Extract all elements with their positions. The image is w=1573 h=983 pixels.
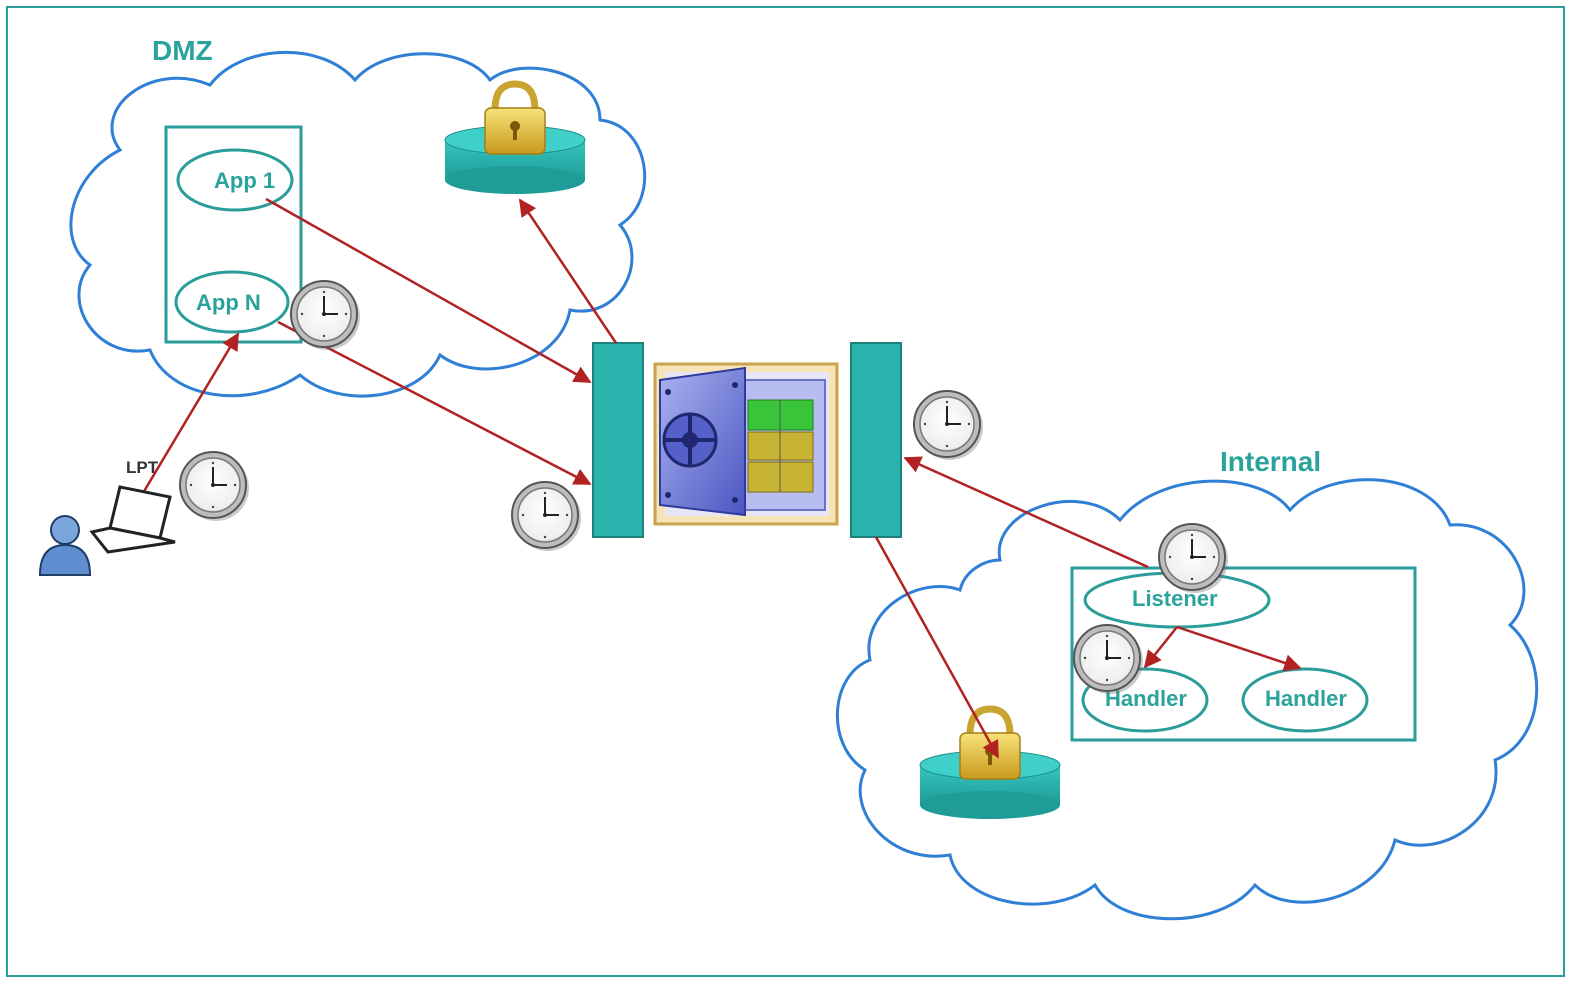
- dmz-title: DMZ: [152, 35, 213, 66]
- appN-label: App N: [196, 290, 261, 315]
- lpt-label: LPT: [126, 458, 159, 477]
- app1-label: App 1: [214, 168, 275, 193]
- firewall-right: [850, 342, 902, 538]
- dmz-cloud: [69, 51, 647, 398]
- arrow-firewall-to-dmz-db: [518, 198, 618, 344]
- app1-node[interactable]: [176, 148, 294, 212]
- clock-icon: [179, 451, 250, 522]
- user-icon: [38, 515, 92, 576]
- firewall-left: [592, 342, 644, 538]
- vault-icon: [653, 362, 839, 526]
- arrow-app1-to-firewall: [265, 197, 592, 384]
- clock-icon: [913, 390, 984, 461]
- connection-arrows: [141, 197, 1302, 759]
- laptop-icon: [89, 485, 176, 554]
- arrow-listener-to-handler1: [1143, 626, 1178, 669]
- internal-title: Internal: [1220, 446, 1321, 477]
- handler2-label: Handler: [1265, 686, 1347, 711]
- clock-icon: [511, 481, 582, 552]
- arrow-listener-to-firewall: [903, 456, 1149, 569]
- arrow-lpt-to-appN: [141, 332, 240, 494]
- appN-node[interactable]: [174, 270, 290, 334]
- handler2-node[interactable]: [1241, 667, 1369, 733]
- internal-listener-container: [1070, 566, 1417, 742]
- arrow-firewall-to-internal-db: [874, 536, 1000, 759]
- arrow-listener-to-handler2: [1176, 625, 1302, 672]
